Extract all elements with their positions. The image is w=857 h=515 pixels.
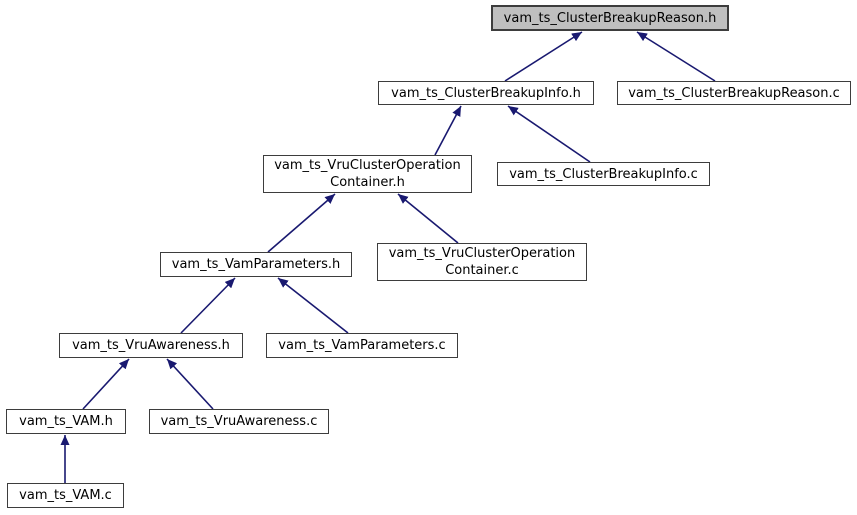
node-label: Container.c	[445, 263, 519, 278]
edge-container_h-to-info_h	[434, 105, 462, 156]
node-params_h[interactable]: vam_ts_VamParameters.h	[160, 252, 352, 277]
edge-info_h-to-reason_h	[504, 31, 583, 82]
edge-container_c-to-container_h	[397, 193, 459, 244]
edge-params_c-to-params_h	[277, 277, 349, 334]
node-label: vam_ts_ClusterBreakupReason.h	[503, 10, 717, 26]
node-label: vam_ts_VruAwareness.h	[72, 338, 230, 353]
edge-vam_h-to-awareness_h	[82, 358, 130, 410]
node-reason_c[interactable]: vam_ts_ClusterBreakupReason.c	[617, 81, 851, 105]
node-label: vam_ts_VamParameters.c	[278, 338, 446, 353]
edge-awareness_h-to-params_h	[180, 277, 236, 334]
edge-reason_c-to-reason_h	[636, 31, 716, 82]
node-label: vam_ts_VruClusterOperation	[388, 246, 576, 261]
edge-info_c-to-info_h	[507, 105, 591, 163]
node-params_c[interactable]: vam_ts_VamParameters.c	[266, 333, 458, 358]
node-info_c[interactable]: vam_ts_ClusterBreakupInfo.c	[497, 162, 710, 186]
node-label: vam_ts_ClusterBreakupInfo.h	[391, 85, 581, 101]
node-label: vam_ts_VruAwareness.c	[160, 414, 318, 429]
node-reason_h: vam_ts_ClusterBreakupReason.h	[491, 5, 729, 31]
node-label: vam_ts_ClusterBreakupInfo.c	[509, 166, 698, 182]
node-vam_h[interactable]: vam_ts_VAM.h	[6, 409, 126, 434]
edge-awareness_c-to-awareness_h	[166, 358, 214, 410]
edge-params_h-to-container_h	[267, 193, 336, 253]
node-label: vam_ts_VAM.h	[19, 414, 113, 429]
node-label: Container.h	[330, 175, 405, 190]
node-awareness_c[interactable]: vam_ts_VruAwareness.c	[149, 409, 329, 434]
node-label: vam_ts_VAM.c	[19, 488, 112, 503]
node-label: vam_ts_VamParameters.h	[171, 257, 341, 272]
node-label: vam_ts_ClusterBreakupReason.c	[628, 85, 840, 101]
node-info_h[interactable]: vam_ts_ClusterBreakupInfo.h	[378, 81, 594, 105]
node-vam_c[interactable]: vam_ts_VAM.c	[7, 483, 124, 508]
node-label: vam_ts_VruClusterOperation	[274, 158, 461, 173]
node-awareness_h[interactable]: vam_ts_VruAwareness.h	[59, 333, 243, 358]
